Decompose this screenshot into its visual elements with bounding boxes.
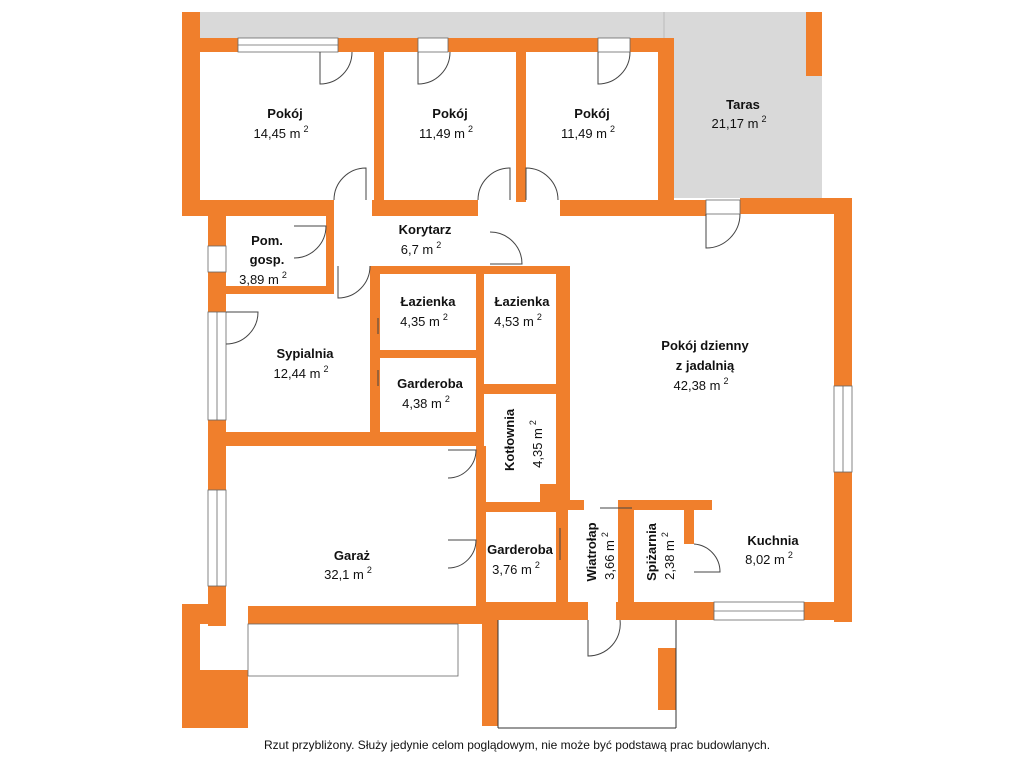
room-name-lazienka-2: Łazienka: [495, 294, 551, 309]
floor: [200, 50, 664, 200]
room-name-pokoj-1: Pokój: [267, 106, 302, 121]
room-name-garderoba-2: Garderoba: [487, 542, 554, 557]
room-name-pom-gosp-1: Pom.: [251, 233, 283, 248]
spizarnia-label: Spiżarnia 2,38 m2: [644, 522, 677, 581]
doors: [225, 51, 741, 657]
room-name-wiatrolap: Wiatrołap: [584, 522, 599, 581]
room-area-spizarnia: 2,38 m2: [660, 532, 677, 580]
wiatrolap-label: Wiatrołap 3,66 m2: [584, 522, 617, 581]
room-name-pokoj-3: Pokój: [574, 106, 609, 121]
terrace-area: [664, 12, 822, 198]
room-name-pokoj-dzienny-1: Pokój dzienny: [661, 338, 749, 353]
disclaimer-text: Rzut przybliżony. Służy jedynie celom po…: [264, 738, 771, 752]
room-name-garderoba-1: Garderoba: [397, 376, 464, 391]
room-name-pokoj-2: Pokój: [432, 106, 467, 121]
room-name-lazienka-1: Łazienka: [401, 294, 457, 309]
room-name-pokoj-dzienny-2: z jadalnią: [676, 358, 735, 373]
room-name-taras: Taras: [726, 97, 760, 112]
kotlownia-label: Kotłownia 4,35 m2: [502, 408, 545, 471]
room-area-kotlownia: 4,35 m2: [528, 420, 545, 468]
room-name-spizarnia: Spiżarnia: [644, 522, 659, 581]
room-name-sypialnia: Sypialnia: [276, 346, 334, 361]
room-name-pom-gosp-2: gosp.: [250, 252, 285, 267]
room-name-korytarz: Korytarz: [399, 222, 452, 237]
room-area-wiatrolap: 3,66 m2: [600, 532, 617, 580]
room-name-garaz: Garaż: [334, 548, 371, 563]
room-name-kuchnia: Kuchnia: [747, 533, 799, 548]
room-name-kotlownia: Kotłownia: [502, 408, 517, 471]
walls: [182, 12, 852, 728]
windows: [207, 37, 853, 677]
entrance-outline: [497, 620, 677, 729]
